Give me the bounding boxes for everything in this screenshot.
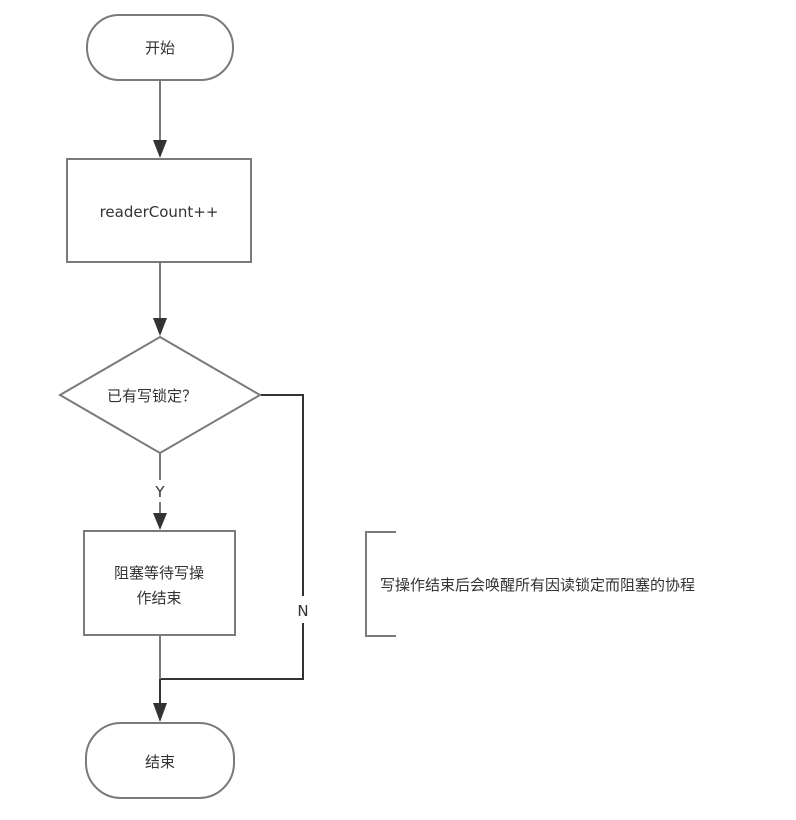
annotation-bracket bbox=[365, 531, 396, 637]
increment-node[interactable]: readerCount++ bbox=[66, 158, 252, 263]
wait-node[interactable]: 阻塞等待写操 作结束 bbox=[83, 530, 236, 636]
end-shape bbox=[85, 722, 235, 799]
annotation-text: 写操作结束后会唤醒所有因读锁定而阻塞的协程 bbox=[380, 576, 695, 594]
edge-no-lower bbox=[160, 623, 304, 680]
wait-label-line2: 作结束 bbox=[136, 589, 181, 607]
start-label: 开始 bbox=[145, 39, 175, 57]
arrowhead-icon bbox=[153, 140, 167, 158]
wait-label-line1: 阻塞等待写操 bbox=[114, 564, 204, 582]
end-node[interactable]: 结束 bbox=[85, 722, 235, 799]
decision-node[interactable]: 已有写锁定？ bbox=[58, 335, 262, 455]
yes-label: Y bbox=[154, 483, 165, 501]
increment-shape bbox=[66, 158, 252, 263]
edge-no-upper bbox=[261, 394, 304, 596]
decision-label: 已有写锁定？ bbox=[107, 387, 197, 405]
end-label: 结束 bbox=[145, 753, 175, 771]
annotation: 写操作结束后会唤醒所有因读锁定而阻塞的协程 bbox=[365, 531, 695, 637]
wait-shape bbox=[83, 530, 236, 636]
arrowhead-icon bbox=[153, 318, 167, 336]
start-node[interactable]: 开始 bbox=[86, 14, 234, 81]
no-label: N bbox=[297, 602, 308, 620]
arrowhead-icon bbox=[153, 513, 167, 530]
arrowhead-icon bbox=[153, 703, 167, 722]
increment-label: readerCount++ bbox=[100, 203, 219, 221]
